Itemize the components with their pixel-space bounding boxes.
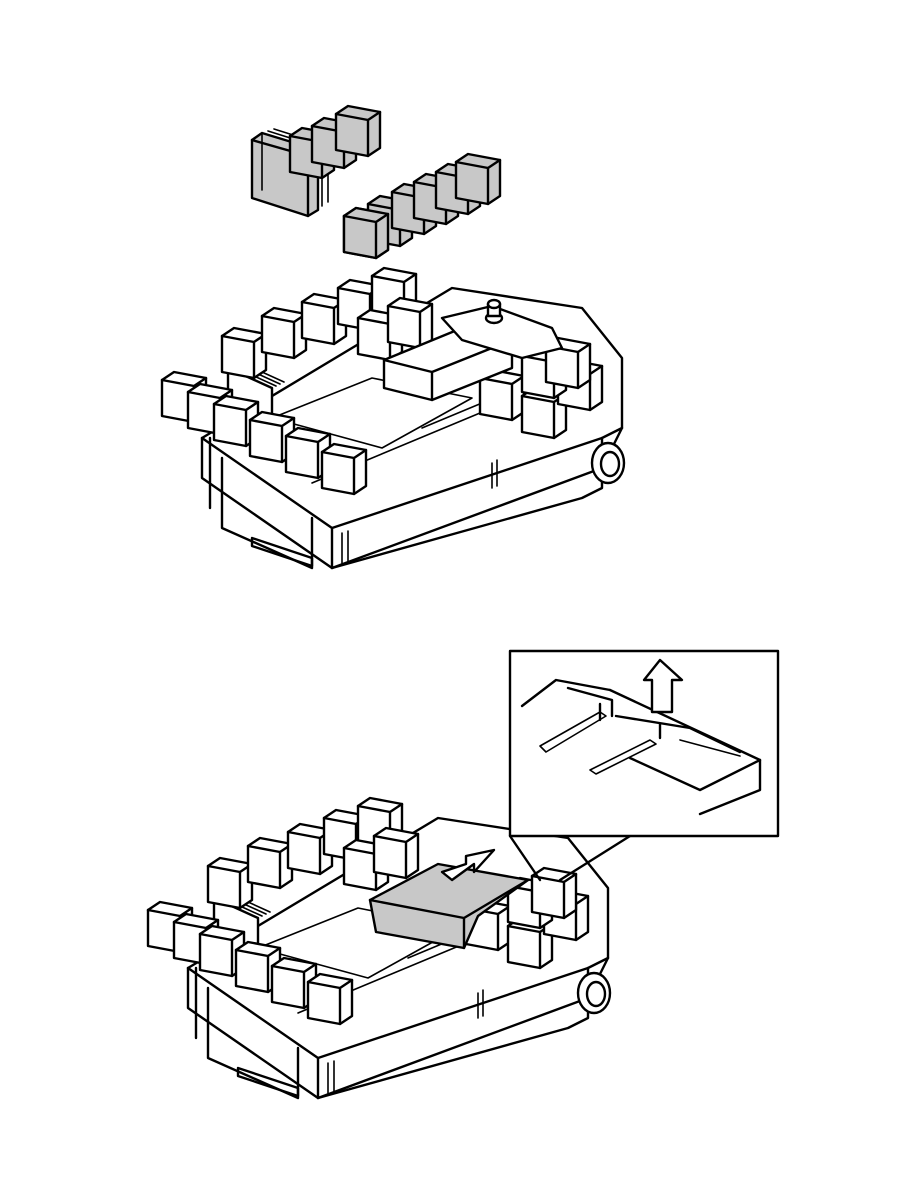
fuse-box-top [162,268,624,568]
relay-row-upper [342,152,502,260]
panel-remove-cover-detail [148,649,780,1098]
panel-removed-relays-fuses [162,104,624,568]
fuse-box-bottom [148,798,610,1098]
detail-inset-content [520,658,762,816]
fuse-block-upper [250,104,382,218]
arrow-up-icon [642,658,684,714]
arrow-lift-icon [440,848,496,882]
